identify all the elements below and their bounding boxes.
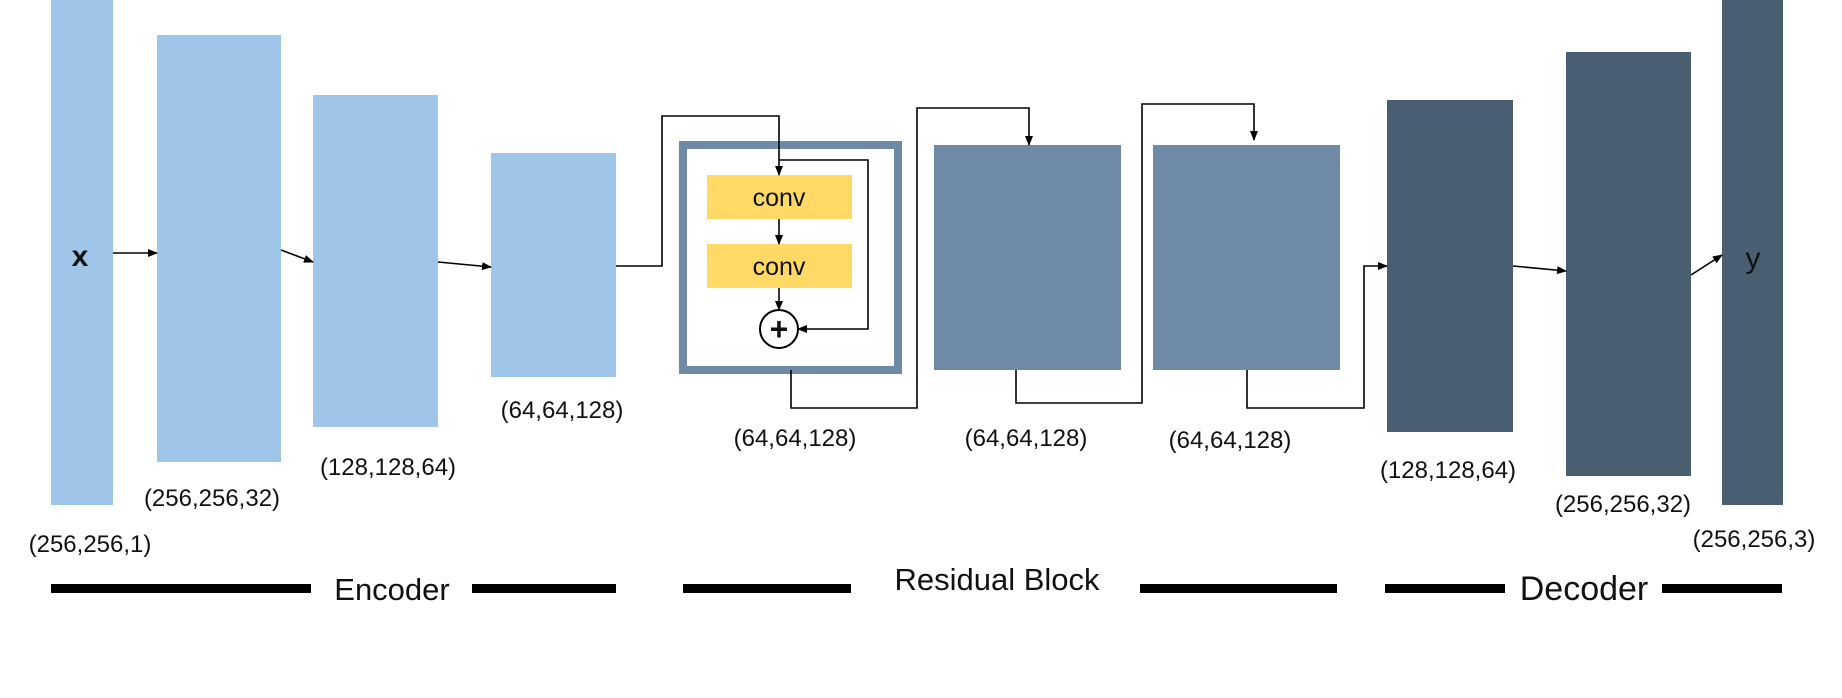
residual-block-2-block <box>934 145 1121 370</box>
shape-label-dec1: (128,128,64) <box>1380 457 1516 484</box>
encoder-layer-3-block <box>491 153 616 377</box>
decoder-bar-right <box>1662 584 1782 593</box>
arrow-res1-to-res2 <box>790 107 1033 409</box>
add-symbol: + <box>770 311 789 347</box>
input-layer-block <box>51 0 113 505</box>
shape-label-dec2: (256,256,32) <box>1555 491 1691 518</box>
arrow-res2-to-res3 <box>1015 103 1258 404</box>
decoder-bar-left <box>1385 584 1505 593</box>
residual-bar-left <box>683 584 851 593</box>
arrow-enc2-to-enc3 <box>437 261 492 271</box>
arrow-res3-to-dec1 <box>1246 262 1388 409</box>
encoder-section-title: Encoder <box>334 572 449 607</box>
encoder-bar-right <box>472 584 616 593</box>
conv-label-1: conv <box>753 184 806 212</box>
skip-connection-arrow <box>779 159 869 333</box>
encoder-layer-2-block <box>313 95 438 427</box>
arrow-dec1-to-dec2 <box>1512 265 1567 275</box>
shape-label-enc3: (64,64,128) <box>501 397 624 424</box>
shape-label-res3: (64,64,128) <box>1169 427 1292 454</box>
residual-block-3-block <box>1153 145 1340 370</box>
decoder-section-title: Decoder <box>1520 570 1649 608</box>
residual-bar-right <box>1140 584 1337 593</box>
shape-label-enc1: (256,256,32) <box>144 485 280 512</box>
residual-section-title: Residual Block <box>894 562 1100 597</box>
conv-layer-2 <box>707 244 852 288</box>
arrow-dec2-to-output <box>1690 254 1723 276</box>
shape-label-res1: (64,64,128) <box>734 425 857 452</box>
section-bars <box>51 584 1782 593</box>
input-symbol: x <box>72 240 89 273</box>
conv-label-2: conv <box>753 253 806 281</box>
arrow-enc3-to-residual <box>616 115 783 267</box>
shape-label-input: (256,256,1) <box>29 531 152 558</box>
shape-label-res2: (64,64,128) <box>965 425 1088 452</box>
encoder-layer-1-block <box>157 35 281 462</box>
encoder-bar-left <box>51 584 311 593</box>
output-layer-block <box>1722 0 1783 505</box>
shape-label-enc2: (128,128,64) <box>320 454 456 481</box>
conv-layer-1 <box>707 175 852 219</box>
shape-label-output: (256,256,3) <box>1693 526 1816 553</box>
output-symbol: y <box>1746 242 1761 275</box>
decoder-layer-2-block <box>1566 52 1691 476</box>
decoder-layer-1-block <box>1387 100 1513 432</box>
connection-arrows <box>113 103 1723 409</box>
arrow-enc1-to-enc2 <box>280 249 314 263</box>
